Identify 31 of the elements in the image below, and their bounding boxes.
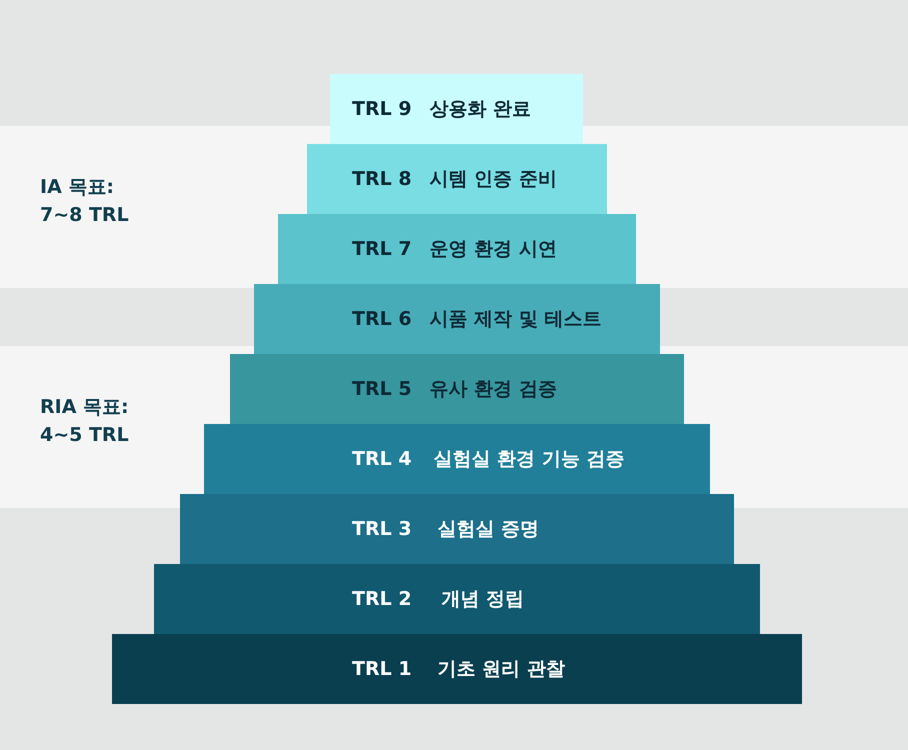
level-label: TRL 4 <box>352 448 412 470</box>
pyramid-step <box>180 494 734 564</box>
level-description: 시템 인증 준비 <box>430 167 557 192</box>
level-label: TRL 1 <box>352 658 412 680</box>
pyramid-step <box>112 634 802 704</box>
level-description: 실험실 증명 <box>438 517 540 542</box>
level-description: 시품 제작 및 테스트 <box>430 307 602 332</box>
level-description: 유사 환경 검증 <box>430 377 557 402</box>
target-band <box>0 126 908 288</box>
pyramid-step <box>230 354 684 424</box>
level-label: TRL 5 <box>352 378 412 400</box>
level-label: TRL 7 <box>352 238 412 260</box>
level-description: 실험실 환경 기능 검증 <box>434 447 624 472</box>
level-description: 상용화 완료 <box>430 97 532 122</box>
target-band <box>0 346 908 508</box>
pyramid-step <box>154 564 760 634</box>
level-label: TRL 2 <box>352 588 412 610</box>
level-description: 운영 환경 시연 <box>430 237 557 262</box>
pyramid-step <box>330 74 583 144</box>
pyramid-step <box>278 214 636 284</box>
pyramid-step <box>254 284 660 354</box>
pyramid-step <box>204 424 710 494</box>
target-label: RIA 목표: 4~5 TRL <box>40 395 130 448</box>
level-description: 기초 원리 관찰 <box>438 657 565 682</box>
pyramid-step <box>307 144 607 214</box>
target-label: IA 목표: 7~8 TRL <box>40 175 130 228</box>
level-label: TRL 9 <box>352 98 412 120</box>
level-label: TRL 3 <box>352 518 412 540</box>
level-label: TRL 8 <box>352 168 412 190</box>
level-label: TRL 6 <box>352 308 412 330</box>
level-description: 개념 정립 <box>442 587 524 612</box>
